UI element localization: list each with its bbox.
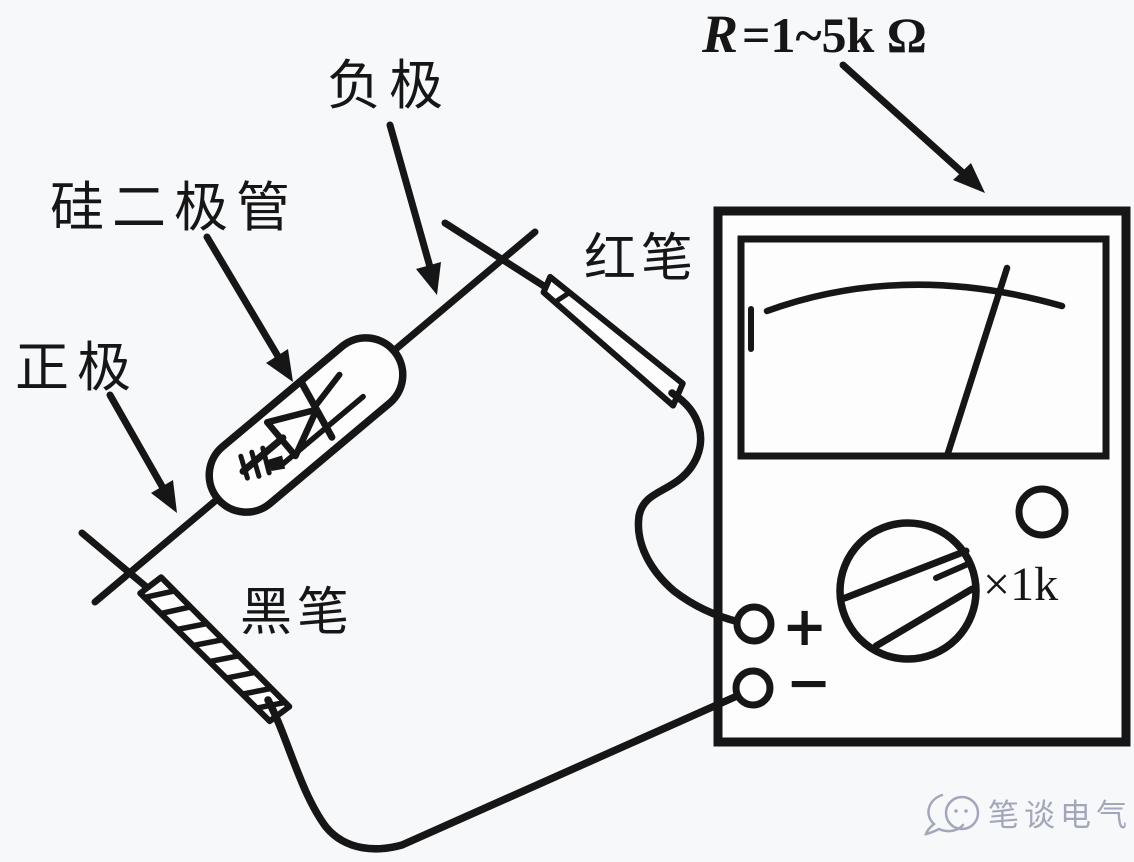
watermark-text: 笔谈电气 (988, 798, 1132, 833)
label-black-pen: 黑笔 (240, 585, 354, 642)
black-probe-hatching (141, 588, 288, 711)
black-probe-wire (264, 692, 741, 853)
diode-band-marks (238, 445, 286, 481)
knob-pointer-line-2 (872, 585, 976, 650)
watermark: 笔谈电气 (924, 793, 1132, 836)
band-mark-3 (260, 445, 272, 476)
arrow-negative-shaft (386, 121, 434, 271)
zero-adjust-screw (1015, 485, 1069, 539)
range-label: ×1k (983, 558, 1058, 611)
label-negative: 负极 (327, 56, 451, 116)
minus-sign: − (786, 651, 831, 714)
diode-symbol (238, 371, 366, 481)
label-red-pen: 红笔 (584, 231, 698, 288)
diode-triangle (263, 406, 320, 460)
arrow-positive-head (151, 480, 177, 513)
callout-arrows (106, 61, 985, 513)
arrow-diode-shaft (203, 233, 283, 362)
arrow-positive-shaft (106, 391, 167, 492)
arrow-diode (203, 233, 293, 382)
meter-scale-arc (763, 281, 1066, 315)
silicon-diode (205, 334, 407, 516)
watermark-logo (924, 793, 980, 836)
resistance-formula: R =1~5k Ω (701, 4, 927, 64)
knob-pointer-line-1 (841, 547, 970, 602)
knob-pointer-line-3 (933, 561, 971, 581)
arrow-resistance-head (953, 163, 985, 193)
black-probe (78, 529, 741, 853)
range-knob-ring (836, 519, 980, 663)
arrow-negative (386, 121, 441, 295)
label-positive: 正极 (15, 338, 139, 398)
diode-capsule (205, 334, 407, 516)
formula-value: =1~5k Ω (742, 7, 927, 63)
range-knob (836, 519, 980, 663)
formula-symbol: R (701, 4, 738, 64)
red-probe-body (540, 273, 686, 409)
black-probe-body (137, 574, 293, 725)
meter-needle (944, 264, 1011, 457)
red-probe (441, 219, 743, 626)
arrow-positive (106, 391, 177, 513)
red-probe-wire (634, 389, 743, 626)
red-probe-collar (552, 289, 573, 305)
multimeter: ×1k + − (713, 206, 1131, 747)
band-mark-1 (238, 453, 250, 481)
diode-inner-reflection-line (279, 393, 366, 468)
positive-terminal (733, 603, 775, 645)
red-probe-tip (441, 219, 551, 292)
diode-cathode-line (314, 371, 343, 407)
arrow-resistance (839, 61, 985, 193)
arrow-diode-head (266, 349, 293, 382)
arrow-resistance-shaft (839, 61, 967, 177)
label-silicon-diode: 硅二极管 (50, 178, 298, 238)
band-mark-2 (249, 449, 262, 479)
arrow-negative-head (416, 262, 441, 295)
meter-display (737, 235, 1110, 460)
band-mark-blob (267, 455, 286, 471)
plus-sign: + (782, 595, 827, 658)
negative-terminal (732, 667, 774, 709)
